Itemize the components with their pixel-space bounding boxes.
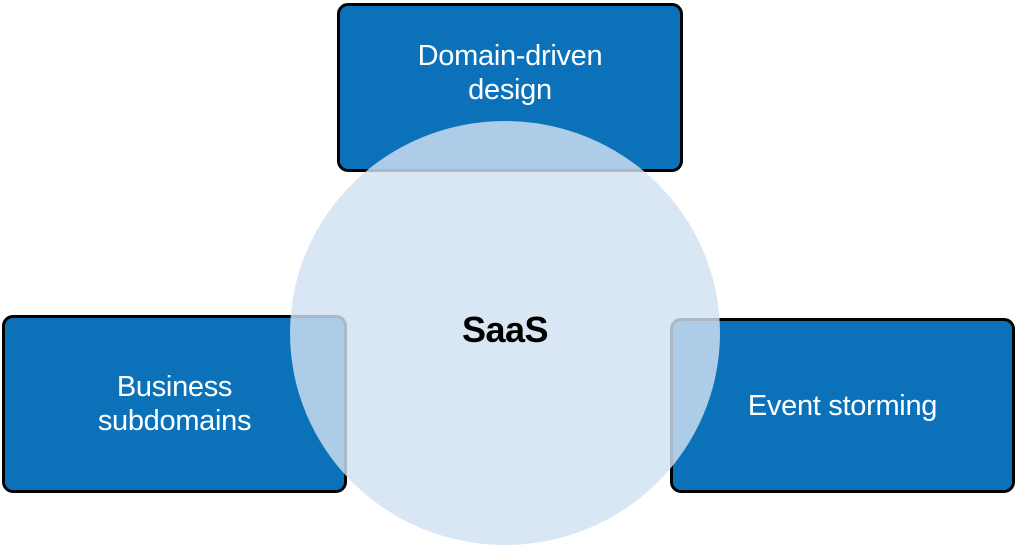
node-label-line: subdomains [97, 405, 252, 437]
center-label: SaaS [461, 309, 549, 350]
node-label-line: Domain-driven [417, 39, 603, 72]
node-domain-driven-design-label: Domain-driven design [418, 39, 603, 107]
node-business-subdomains-label: Business subdomains [97, 370, 252, 438]
node-label-line: Event storming [747, 389, 938, 422]
node-label-line: design [468, 73, 552, 106]
node-label-line: Business [116, 371, 233, 403]
node-event-storming: Event storming [670, 318, 1015, 493]
node-event-storming-label: Event storming [747, 389, 938, 423]
center-circle: SaaS [290, 121, 720, 545]
